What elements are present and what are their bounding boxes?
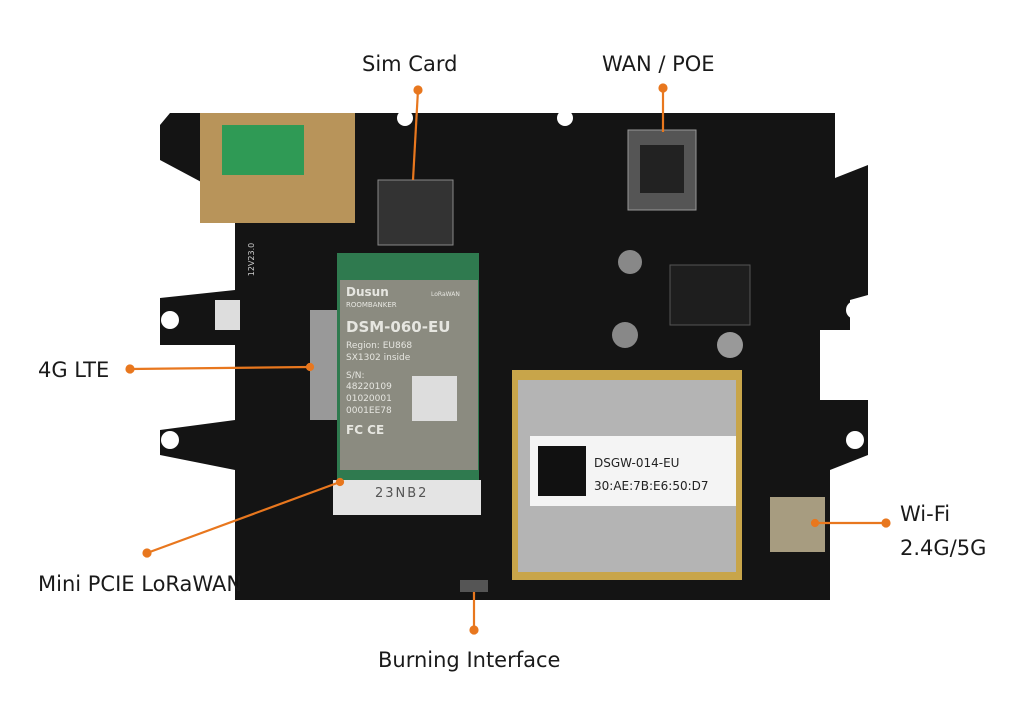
lora-sn2: 01020001 xyxy=(346,393,392,404)
burning-port xyxy=(460,580,488,592)
lora-sn-label: S/N: xyxy=(346,370,365,381)
label-wan-poe: WAN / POE xyxy=(602,52,715,76)
leader-sim xyxy=(411,89,420,181)
connector-code: 23NB2 xyxy=(375,486,429,501)
board-silkscreen: 12V23.0 xyxy=(247,242,257,277)
lora-region: Region: EU868 xyxy=(346,341,413,352)
lora-sub-brand: ROOMBANKER xyxy=(346,300,397,309)
sim-slot xyxy=(377,179,454,246)
lora-sn3: 0001EE78 xyxy=(346,405,392,416)
leader-pcie xyxy=(146,480,341,555)
label-4g-lte: 4G LTE xyxy=(38,358,110,382)
lora-model: DSM-060-EU xyxy=(346,317,451,336)
power-terminal xyxy=(222,125,304,175)
label-burning: Burning Interface xyxy=(378,648,561,672)
lora-module-text: Dusun ROOMBANKER LoRaWAN DSM-060-EU Regi… xyxy=(346,285,460,439)
label-mini-pcie: Mini PCIE LoRaWAN xyxy=(38,572,243,596)
lora-sn1: 48220109 xyxy=(346,382,392,393)
label-wifi: Wi-Fi xyxy=(900,502,951,526)
lora-module-shield xyxy=(340,280,478,470)
mini-pcie-connector xyxy=(333,480,481,515)
main-module-text: DSGW-014-EU 30:AE:7B:E6:50:D7 xyxy=(594,452,709,498)
main-module-mac: 30:AE:7B:E6:50:D7 xyxy=(594,478,709,493)
lora-brand: Dusun xyxy=(346,285,389,299)
lora-chip: SX1302 inside xyxy=(346,352,411,363)
leader-lte xyxy=(129,365,311,371)
main-module-model: DSGW-014-EU xyxy=(594,456,680,470)
label-sim-card: Sim Card xyxy=(362,52,458,76)
lora-badge: LoRaWAN xyxy=(431,291,460,298)
label-wifi-bands: 2.4G/5G xyxy=(900,536,987,560)
lora-cert-marks: FC CE xyxy=(346,423,385,438)
